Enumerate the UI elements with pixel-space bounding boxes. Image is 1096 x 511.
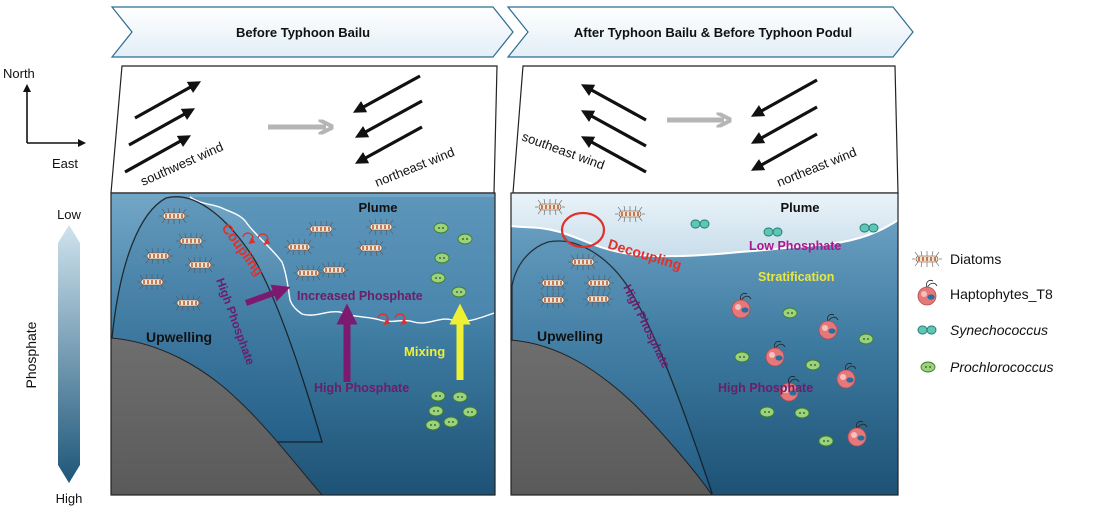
ocean-panel-before: Coupling Plume Increased Phosphate High … xyxy=(110,192,496,496)
legend-label-synechococcus: Synechococcus xyxy=(950,322,1048,338)
legend-item-diatoms: Diatoms xyxy=(911,250,1001,268)
mixing-label: Mixing xyxy=(404,344,445,359)
legend-label-prochlorococcus: Prochlorococcus xyxy=(950,359,1054,375)
compass: North East xyxy=(3,66,86,171)
seafloor-after xyxy=(510,339,713,496)
low-phosphate-label: Low Phosphate xyxy=(749,239,841,253)
decoupling-circle xyxy=(560,211,606,249)
haptophyte-icon xyxy=(917,279,938,306)
southeast-wind-arrows xyxy=(580,84,647,174)
northeast-wind-arrows-after xyxy=(750,78,818,171)
upwelling-label-after: Upwelling xyxy=(537,328,603,344)
header-after: After Typhoon Bailu & Before Typhoon Pod… xyxy=(506,6,914,58)
plume-label-after: Plume xyxy=(780,200,819,215)
phosphate-scale: Low High Phosphate xyxy=(23,207,82,506)
southwest-wind-arrows xyxy=(124,81,202,174)
header-before: Before Typhoon Bailu xyxy=(110,6,514,58)
seafloor-before xyxy=(110,337,324,496)
legend-item-synechococcus: Synechococcus xyxy=(917,322,1048,338)
diatom-icon xyxy=(911,250,943,268)
phosphate-scale-high: High xyxy=(56,491,83,506)
phosphate-scale-title: Phosphate xyxy=(23,321,39,388)
increased-phosphate-label: Increased Phosphate xyxy=(297,289,423,303)
phosphate-arrow-slope xyxy=(244,284,291,306)
wind-panel-before: southwest wind northeast wind xyxy=(110,65,498,194)
legend-item-haptophytes: Haptophytes_T8 xyxy=(917,279,1053,306)
header-after-title: After Typhoon Bailu & Before Typhoon Pod… xyxy=(574,25,852,40)
plume-layer-before xyxy=(190,197,494,323)
northeast-wind-arrows-before xyxy=(352,74,423,164)
prochlorococcus-icon xyxy=(920,361,936,373)
phosphate-scale-low: Low xyxy=(57,207,81,222)
wind-panel-after: southeast wind northeast wind xyxy=(512,65,899,194)
coupling-swirls xyxy=(242,232,271,246)
synechococcus-icon xyxy=(917,325,937,335)
legend: Diatoms Haptophytes_T8 Synechococcus Pro… xyxy=(911,250,1054,375)
compass-north-label: North xyxy=(3,66,35,81)
legend-label-diatoms: Diatoms xyxy=(950,251,1001,267)
legend-item-prochlorococcus: Prochlorococcus xyxy=(920,359,1054,375)
high-phosphate-bottom-before: High Phosphate xyxy=(314,381,409,395)
ocean-panel-after: Decoupling Plume Low Phosphate Stratific… xyxy=(510,192,899,496)
compass-east-label: East xyxy=(52,156,78,171)
high-phosphate-bottom-after: High Phosphate xyxy=(718,381,813,395)
header-before-title: Before Typhoon Bailu xyxy=(236,25,370,40)
phosphate-gradient-bar xyxy=(58,225,80,483)
legend-label-haptophytes: Haptophytes_T8 xyxy=(950,286,1053,302)
plume-label-before: Plume xyxy=(358,200,397,215)
upwelling-label-before: Upwelling xyxy=(146,329,212,345)
stratification-label: Stratification xyxy=(758,270,834,284)
mixing-swirls xyxy=(377,313,408,326)
